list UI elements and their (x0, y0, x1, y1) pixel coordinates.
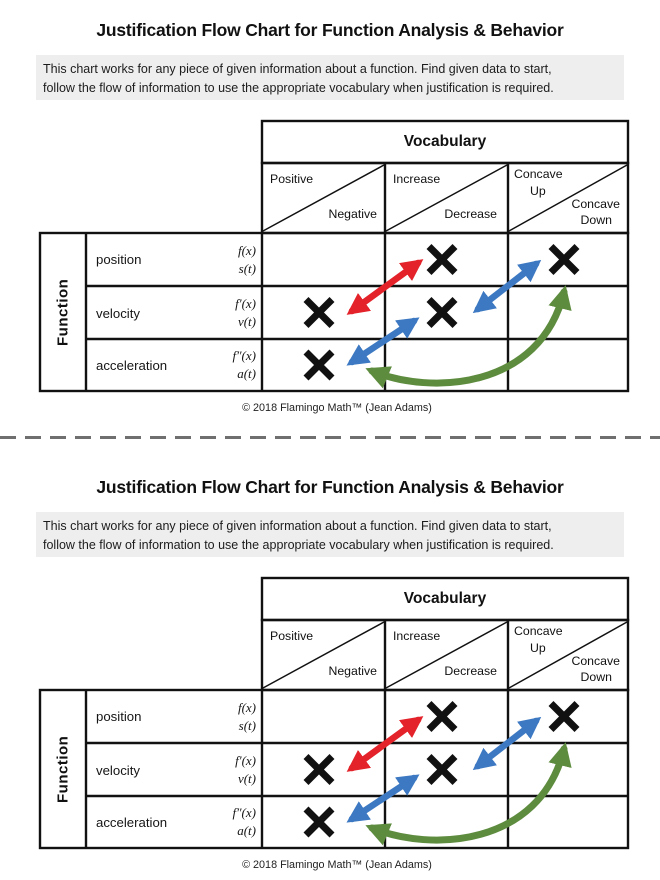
notation-line: s(t) (238, 718, 256, 733)
col-label-concave-up-1: Concave (514, 624, 563, 638)
col-label-concave-down-2: Down (580, 213, 612, 227)
table-graphic (38, 119, 630, 393)
col-label-concave-up-2: Up (530, 641, 546, 655)
green-arrow (365, 285, 572, 389)
row-label-position: position (96, 252, 142, 267)
notation-line: a(t) (237, 823, 256, 838)
x-mark (303, 806, 335, 838)
notation-line: a(t) (237, 366, 256, 381)
copyright: © 2018 Flamingo Math™ (Jean Adams) (242, 402, 432, 414)
function-header: Function (54, 278, 72, 346)
row-notation-acceleration: f″(x) a(t) (160, 347, 256, 383)
row-label-position: position (96, 709, 142, 724)
row-notation-velocity: f′(x) v(t) (160, 752, 256, 788)
notation-line: f′(x) (235, 296, 256, 311)
col-label-decrease: Decrease (444, 207, 497, 221)
dashed-cut-line (0, 436, 660, 439)
instructions-box: This chart works for any piece of given … (36, 55, 624, 100)
copyright: © 2018 Flamingo Math™ (Jean Adams) (242, 859, 432, 871)
col-label-positive: Positive (270, 629, 314, 643)
vocabulary-header: Vocabulary (403, 133, 487, 150)
col-label-concave-down-2: Down (580, 670, 612, 684)
row-notation-acceleration: f″(x) a(t) (160, 804, 256, 840)
instructions-line-1: This chart works for any piece of given … (43, 62, 552, 76)
x-mark (426, 244, 458, 275)
notation-line: v(t) (237, 314, 256, 329)
x-mark (303, 349, 335, 381)
flow-arrows (346, 259, 572, 389)
x-mark (303, 754, 335, 785)
col-label-concave-up-2: Up (530, 184, 546, 198)
col-label-concave-down-1: Concave (571, 197, 620, 211)
row-label-acceleration: acceleration (96, 815, 168, 830)
notation-line: f(x) (237, 243, 256, 258)
x-mark (303, 297, 335, 328)
table-graphic (38, 576, 630, 850)
notation-line: f″(x) (232, 348, 256, 363)
col-label-concave-down-1: Concave (571, 654, 620, 668)
x-mark (548, 701, 580, 732)
notation-line: f′(x) (235, 753, 256, 768)
page-title: Justification Flow Chart for Function An… (96, 20, 564, 40)
instructions-line-2: follow the flow of information to use th… (43, 81, 554, 95)
header-diagonal-lines (262, 621, 628, 689)
x-mark (426, 297, 458, 328)
notation-line: s(t) (238, 261, 256, 276)
worksheet-copy-2: Justification Flow Chart for Function An… (0, 457, 660, 880)
instructions-line-2: follow the flow of information to use th… (43, 538, 554, 552)
col-label-increase: Increase (393, 629, 441, 643)
flow-arrows (346, 716, 572, 846)
instructions-line-1: This chart works for any piece of given … (43, 519, 552, 533)
blue-arrow-lower (346, 774, 420, 823)
col-label-concave-up-1: Concave (514, 167, 563, 181)
notation-line: f(x) (237, 700, 256, 715)
x-mark (426, 754, 458, 785)
col-label-negative: Negative (328, 664, 377, 678)
blue-arrow-lower (346, 317, 420, 366)
row-notation-position: f(x) s(t) (160, 242, 256, 278)
worksheet-copy-1: Justification Flow Chart for Function An… (36, 20, 630, 414)
x-mark (548, 244, 580, 275)
row-notation-velocity: f′(x) v(t) (160, 295, 256, 331)
notation-line: v(t) (237, 771, 256, 786)
row-notation-position: f(x) s(t) (160, 699, 256, 735)
green-arrow (365, 742, 572, 846)
page-title: Justification Flow Chart for Function An… (96, 477, 564, 497)
function-header: Function (54, 735, 72, 803)
row-label-acceleration: acceleration (96, 358, 168, 373)
vocabulary-header: Vocabulary (403, 590, 487, 607)
row-label-velocity: velocity (96, 763, 140, 778)
col-label-decrease: Decrease (444, 664, 497, 678)
col-label-negative: Negative (328, 207, 377, 221)
x-mark (426, 701, 458, 732)
col-label-increase: Increase (393, 172, 441, 186)
instructions-box: This chart works for any piece of given … (36, 512, 624, 557)
col-label-positive: Positive (270, 172, 314, 186)
notation-line: f″(x) (232, 805, 256, 820)
header-diagonal-lines (262, 164, 628, 232)
row-label-velocity: velocity (96, 306, 140, 321)
